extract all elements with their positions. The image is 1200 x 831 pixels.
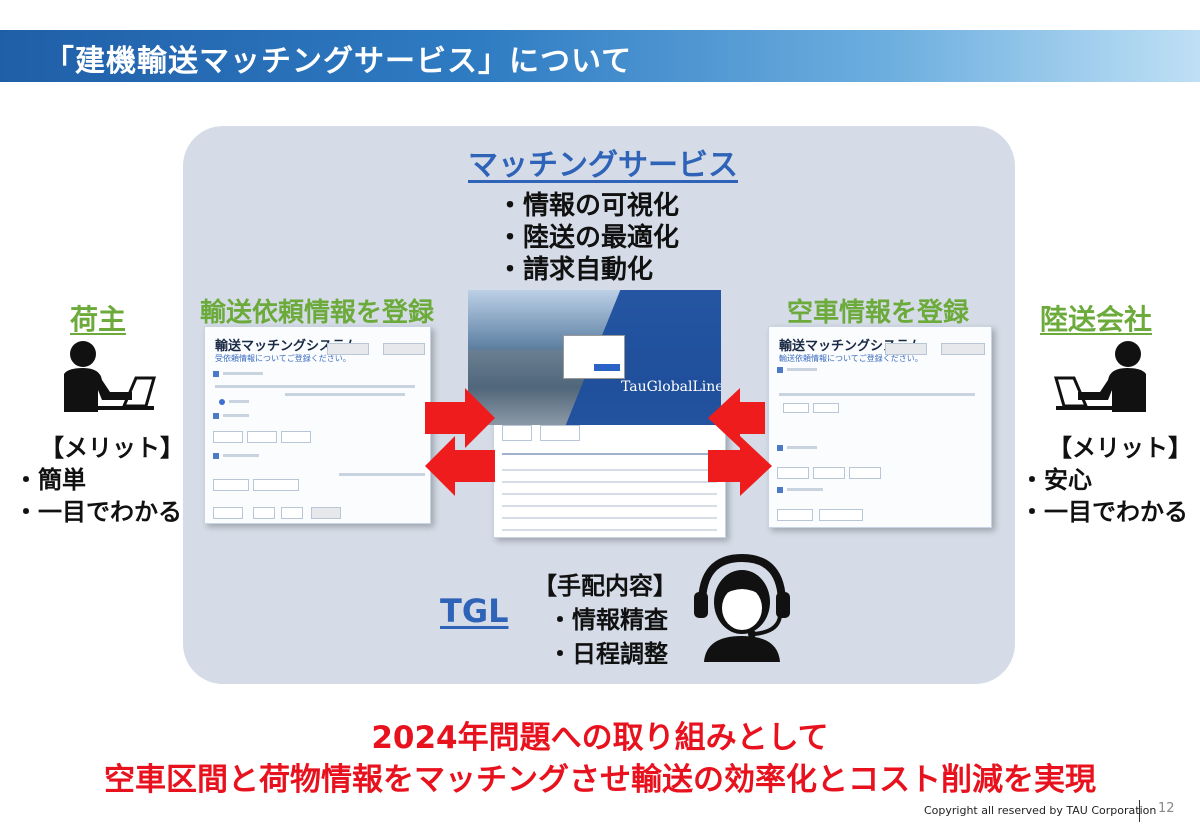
benefit-item: ・請求自動化 (497, 255, 654, 285)
benefit-item: ・情報の可視化 (497, 191, 680, 221)
carrier-system-screenshot: 輸送マッチングシステム 輸送依頼情報についてご登録ください。 (768, 326, 992, 528)
arrow-service-to-shipper (425, 436, 495, 496)
header-banner: 「建機輸送マッチングサービス」について (0, 30, 1200, 82)
shipper-person-icon (64, 341, 156, 412)
shipper-merit-item: ・一目でわかる (14, 498, 182, 526)
operator-headset-icon (694, 553, 790, 662)
screen-title: 輸送マッチングシステム (215, 339, 358, 354)
conclusion-line-1: 2024年問題への取り組みとして (371, 720, 829, 756)
arrangement-item: ・情報精査 (548, 606, 668, 634)
service-title: マッチングサービス (468, 148, 738, 183)
arrow-shipper-to-service (425, 388, 495, 448)
carrier-label: 陸送会社 (1040, 303, 1153, 336)
screen-subtitle: 輸送依頼情報についてご登録ください。 (779, 354, 923, 363)
footer-divider (1139, 800, 1140, 822)
carrier-merit-item: ・一目でわかる (1020, 498, 1188, 526)
matching-list-screenshot (493, 418, 726, 538)
carrier-action-label: 空車情報を登録 (787, 298, 970, 328)
page-number: 12 (1158, 801, 1175, 816)
arrow-service-to-carrier (708, 436, 772, 496)
carrier-merit-title: 【メリット】 (1048, 434, 1192, 462)
conclusion-line-2: 空車区間と荷物情報をマッチングさせ輸送の効率化とコスト削減を実現 (104, 762, 1096, 798)
shipper-system-screenshot: 輸送マッチングシステム 受依頼情報についてご登録ください。 (204, 326, 431, 524)
carrier-person-icon (1054, 341, 1146, 412)
page-title: 「建機輸送マッチングサービス」について (44, 44, 633, 79)
carrier-merit-item: ・安心 (1020, 466, 1092, 494)
arrangement-title: 【手配内容】 (533, 572, 677, 600)
benefit-item: ・陸送の最適化 (497, 223, 680, 253)
shipper-label: 荷主 (70, 303, 127, 336)
shipper-merit-title: 【メリット】 (40, 434, 184, 462)
tgl-logo: TauGlobalLine (621, 379, 721, 395)
service-benefits: ・情報の可視化 ・陸送の最適化 ・請求自動化 (497, 190, 679, 286)
shipper-merit-item: ・簡単 (14, 466, 86, 494)
arrangement-item: ・日程調整 (548, 640, 668, 668)
copyright-text: Copyright all reserved by TAU Corporatio… (924, 804, 1157, 817)
tgl-label: TGL (440, 592, 509, 630)
shipper-action-label: 輸送依頼情報を登録 (200, 298, 435, 328)
screen-subtitle: 受依頼情報についてご登録ください。 (215, 354, 351, 363)
arrow-carrier-to-service (708, 388, 765, 448)
login-screenshot: TauGlobalLine (468, 290, 721, 425)
